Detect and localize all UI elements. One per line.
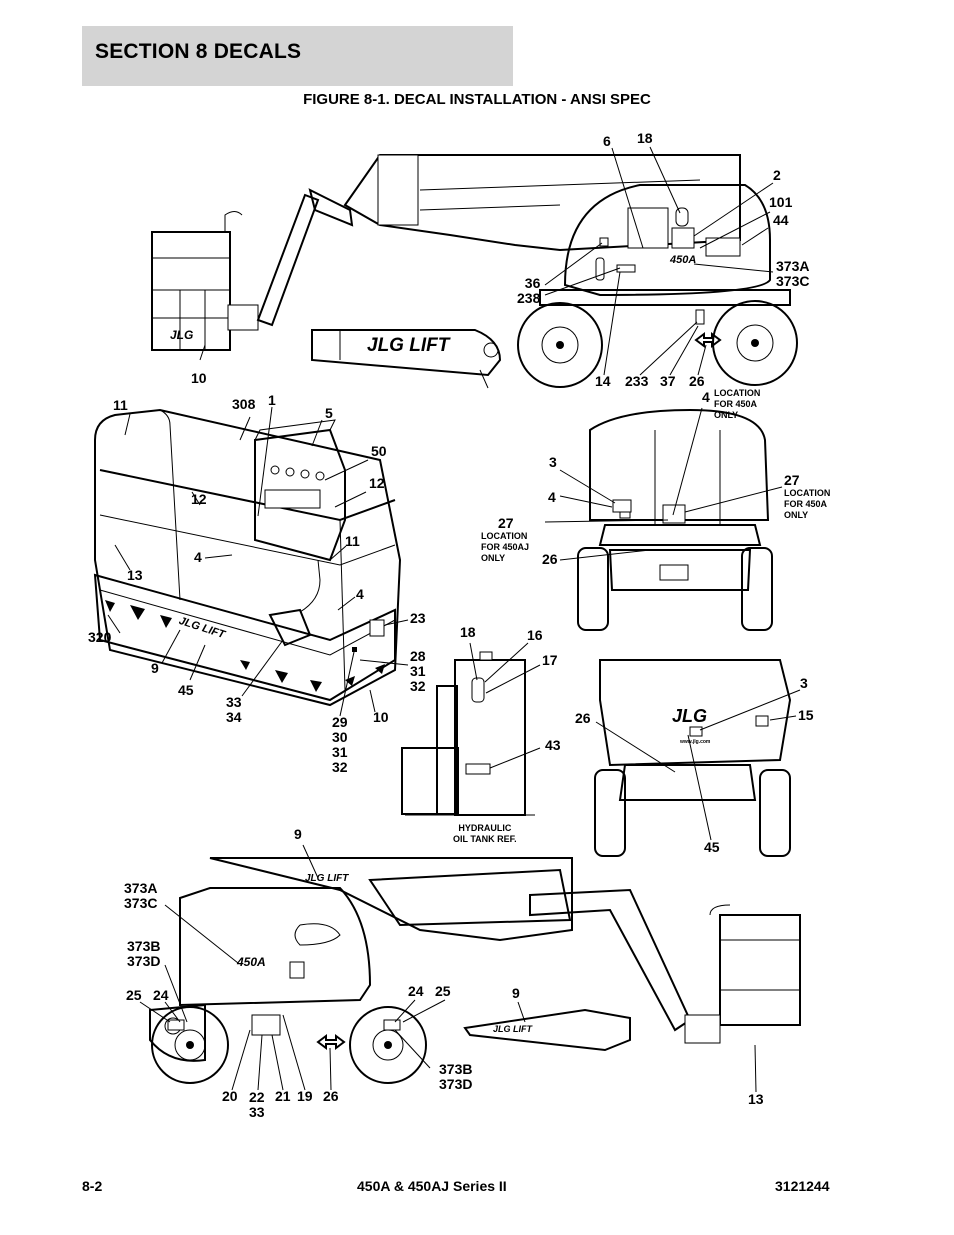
callout-22-33: 22 33 <box>249 1089 265 1120</box>
callout-45-platform: 45 <box>178 682 194 698</box>
callout-373b-373d-left: 373B 373D <box>127 938 161 969</box>
jlg-lift-side-logo: JLG LIFT <box>305 873 349 884</box>
callout-24-right: 24 <box>408 983 424 999</box>
hydraulic-tank-drawing <box>402 643 540 815</box>
callout-373a-373c-side: 373A 373C <box>124 880 158 911</box>
callout-101: 101 <box>769 194 793 210</box>
callout-308: 308 <box>232 396 256 412</box>
document-number: 3121244 <box>775 1178 830 1194</box>
jlg-platform-logo: JLG <box>170 328 194 342</box>
callout-18-tank: 18 <box>460 624 476 640</box>
section-title: SECTION 8 DECALS <box>95 40 302 63</box>
callout-9-side: 9 <box>294 826 302 842</box>
callout-18: 18 <box>637 130 653 146</box>
callout-14: 14 <box>595 373 611 389</box>
callout-11-b: 11 <box>345 533 360 549</box>
callout-2: 2 <box>773 167 781 183</box>
callout-26-rear: 26 <box>575 710 591 726</box>
rear-chassis-drawing <box>595 660 800 856</box>
callout-50: 50 <box>371 443 387 459</box>
callout-21: 21 <box>275 1088 291 1104</box>
note-location-450aj: LOCATION FOR 450AJ ONLY <box>481 531 530 563</box>
callout-27-front-left: 27 <box>498 515 514 531</box>
callout-9-jib: 9 <box>512 985 520 1001</box>
callout-3-front: 3 <box>549 454 557 470</box>
callout-25-left: 25 <box>126 987 142 1003</box>
model-name: 450A & 450AJ Series II <box>357 1178 507 1194</box>
front-chassis-drawing <box>545 408 782 630</box>
callout-10-platform: 10 <box>373 709 389 725</box>
callout-20: 20 <box>222 1088 238 1104</box>
callout-19: 19 <box>297 1088 313 1104</box>
callout-28-31-32: 28 31 32 <box>410 648 426 694</box>
callout-25-right: 25 <box>435 983 451 999</box>
callout-23: 23 <box>410 610 426 626</box>
callout-15: 15 <box>798 707 814 723</box>
callout-26-side: 26 <box>323 1088 339 1104</box>
callout-26-front: 26 <box>542 551 558 567</box>
note-location-450a-right: LOCATION FOR 450A ONLY <box>784 488 831 520</box>
callout-43: 43 <box>545 737 561 753</box>
callout-12-b: 12 <box>369 475 385 491</box>
callout-11-a: 11 <box>113 397 128 413</box>
callout-27-front-right: 27 <box>784 472 800 488</box>
platform-iso-drawing <box>95 407 408 716</box>
callout-37: 37 <box>660 373 676 389</box>
figure-title: FIGURE 8-1. DECAL INSTALLATION - ANSI SP… <box>303 91 651 108</box>
jlg-lift-boom-logo: JLG LIFT <box>367 335 450 356</box>
model-450a-side-logo: 450A <box>237 955 266 969</box>
jlg-lift-jib-logo: JLG LIFT <box>493 1024 532 1034</box>
callout-12-a: 12 <box>191 491 207 507</box>
callout-13-platform: 13 <box>127 567 143 583</box>
callout-373a-373c-top: 373A 373C <box>776 258 810 289</box>
top-machine-drawing <box>152 147 797 388</box>
callout-17: 17 <box>542 652 558 668</box>
callout-373b-373d-right: 373B 373D <box>439 1061 473 1092</box>
callout-5: 5 <box>325 405 333 421</box>
section-header-band <box>82 26 513 86</box>
website-decal: www.jlg.com <box>680 739 711 745</box>
callout-24-left: 24 <box>153 987 169 1003</box>
callout-33-34: 33 34 <box>226 694 242 725</box>
callout-3-rear: 3 <box>800 675 808 691</box>
callout-26-top: 26 <box>689 373 705 389</box>
callout-4-b: 4 <box>356 586 364 602</box>
callout-4-front: 4 <box>548 489 556 505</box>
callout-4-front-top: 4 <box>702 389 710 405</box>
model-450a-logo: 450A <box>670 254 697 266</box>
callout-29-30-31-32: 29 30 31 32 <box>332 714 348 775</box>
callout-36-238: 36 238 <box>517 275 541 306</box>
note-hydraulic-oil-tank: HYDRAULIC OIL TANK REF. <box>453 823 517 844</box>
side-machine-drawing <box>140 845 800 1092</box>
callout-6: 6 <box>603 133 611 149</box>
callout-4-a: 4 <box>194 549 202 565</box>
callout-45-rear: 45 <box>704 839 720 855</box>
callout-1: 1 <box>268 392 276 408</box>
callout-233: 233 <box>625 373 649 389</box>
note-location-450a-top: LOCATION FOR 450A ONLY <box>714 388 761 420</box>
callout-13-side: 13 <box>748 1091 764 1107</box>
callout-10-top: 10 <box>191 370 207 386</box>
page-number: 8-2 <box>82 1178 103 1194</box>
jlg-rear-logo: JLG <box>672 706 708 726</box>
callout-16: 16 <box>527 627 543 643</box>
callout-9-platform: 9 <box>151 660 159 676</box>
callout-320: 320 <box>88 629 112 645</box>
callout-44: 44 <box>773 212 789 228</box>
